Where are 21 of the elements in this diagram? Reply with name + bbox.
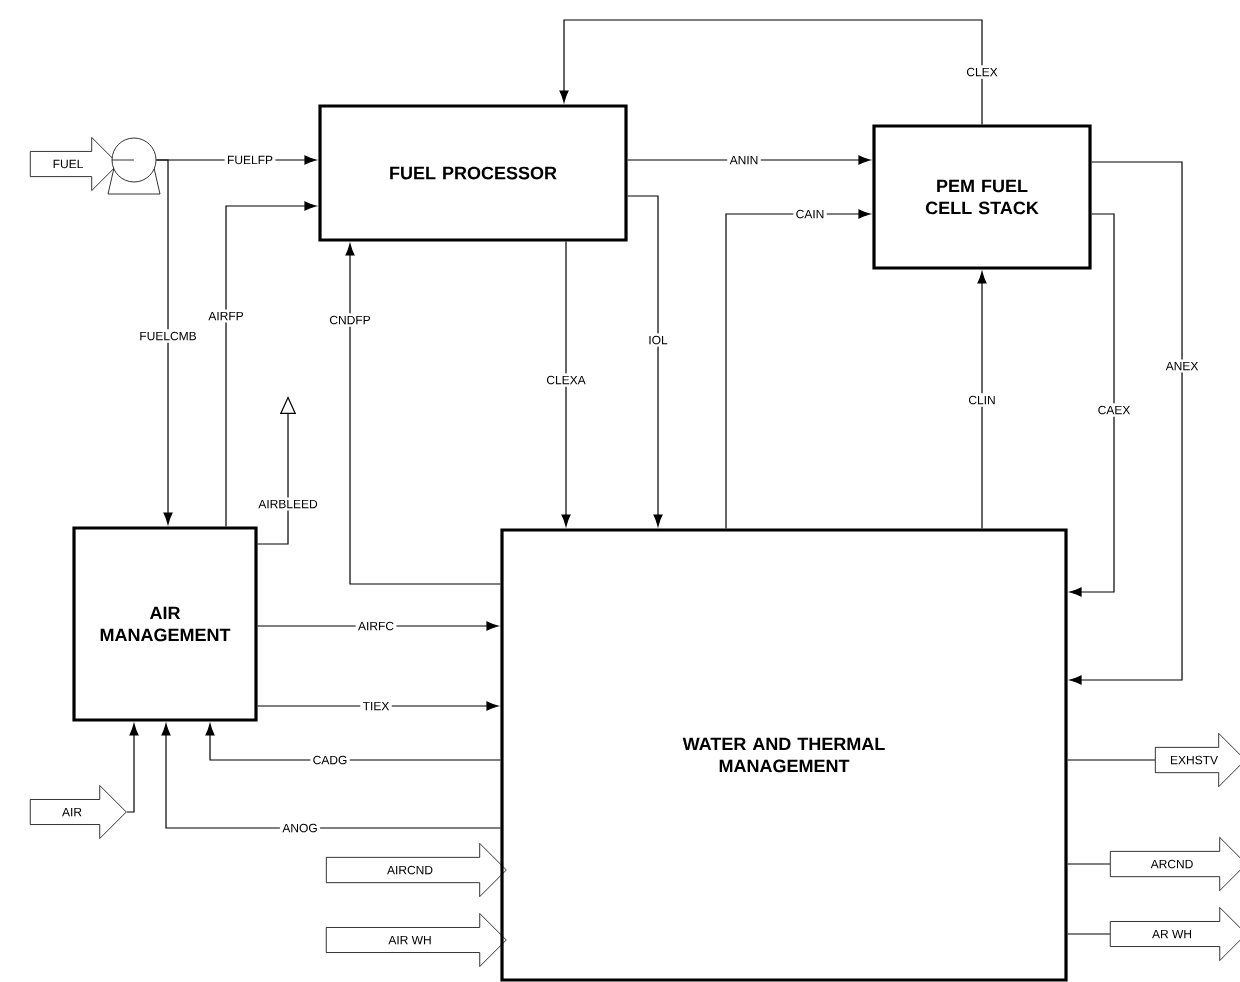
arrow	[225, 201, 317, 527]
process-box: AIR MANAGEMENT	[72, 526, 258, 722]
arrow	[126, 723, 139, 813]
arrow	[205, 723, 501, 761]
arrow	[725, 209, 871, 529]
arrow	[627, 195, 663, 527]
arrow	[257, 621, 499, 631]
arrow	[977, 271, 987, 529]
arrow	[257, 701, 499, 711]
pump-drawing	[107, 137, 161, 195]
process-box: FUEL PROCESSOR	[318, 104, 628, 242]
arrow	[155, 159, 173, 525]
arrow	[161, 723, 501, 829]
arrow	[1069, 213, 1115, 597]
process-box: WATER AND THERMAL MANAGEMENT	[500, 528, 1068, 982]
arrow	[559, 19, 983, 125]
arrow	[345, 243, 501, 585]
arrow	[1069, 161, 1183, 685]
arrow	[561, 241, 571, 527]
arrow	[627, 155, 871, 165]
process-box: PEM FUEL CELL STACK	[872, 124, 1092, 270]
